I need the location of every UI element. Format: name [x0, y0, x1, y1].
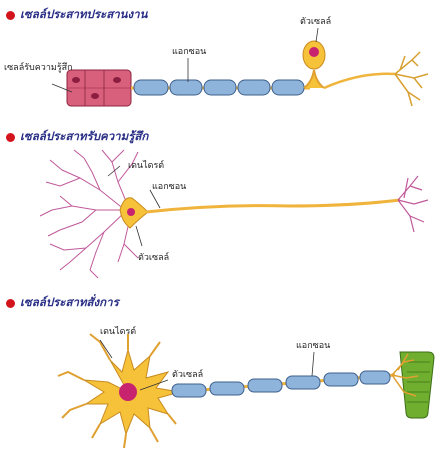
- section-title-text: เซลล์ประสาทรับความรู้สึก: [20, 129, 149, 143]
- section-title-text: เซลล์ประสาทประสานงาน: [20, 7, 148, 21]
- section-title-sensory-neuron: เซลล์ประสาทรับความรู้สึก: [6, 128, 148, 146]
- dendrites-pink: [39, 149, 139, 279]
- section-title-text: เซลล์ประสาทสั่งการ: [20, 295, 119, 309]
- axon-terminal-2: [397, 175, 429, 233]
- label-cell-body-3: ตัวเซลล์: [172, 370, 204, 380]
- label-cell-body-2: ตัวเซลล์: [138, 253, 170, 263]
- bullet-icon: [6, 132, 15, 142]
- label-axon-3: แอกซอน: [296, 341, 331, 351]
- interneuron: [66, 40, 429, 107]
- label-dendrite-2: เดนไดรต์: [128, 161, 165, 171]
- dendrites-motor: [57, 333, 177, 449]
- label-pointers: [51, 27, 319, 391]
- bullet-icon: [6, 298, 15, 308]
- label-receptor: เซลล์รับความรู้สึก: [4, 63, 73, 73]
- label-axon-2: แอกซอน: [152, 182, 187, 192]
- label-cell-body-1: ตัวเซลล์: [300, 17, 332, 27]
- label-axon-1: แอกซอน: [172, 47, 207, 57]
- receptor-cell: [66, 69, 132, 107]
- sensory-neuron: [39, 149, 429, 279]
- muscle-fiber: [399, 351, 435, 419]
- label-dendrite-3: เดนไดรต์: [100, 327, 137, 337]
- motor-neuron: [57, 333, 435, 449]
- axon-terminal-3: [391, 353, 419, 397]
- section-title-interneuron: เซลล์ประสาทประสานงาน: [6, 6, 147, 24]
- myelin-sheath-3: [171, 370, 391, 398]
- axon-terminal-1: [394, 51, 429, 107]
- myelin-sheath-1: [133, 79, 305, 96]
- section-title-motor-neuron: เซลล์ประสาทสั่งการ: [6, 294, 119, 312]
- bullet-icon: [6, 10, 15, 20]
